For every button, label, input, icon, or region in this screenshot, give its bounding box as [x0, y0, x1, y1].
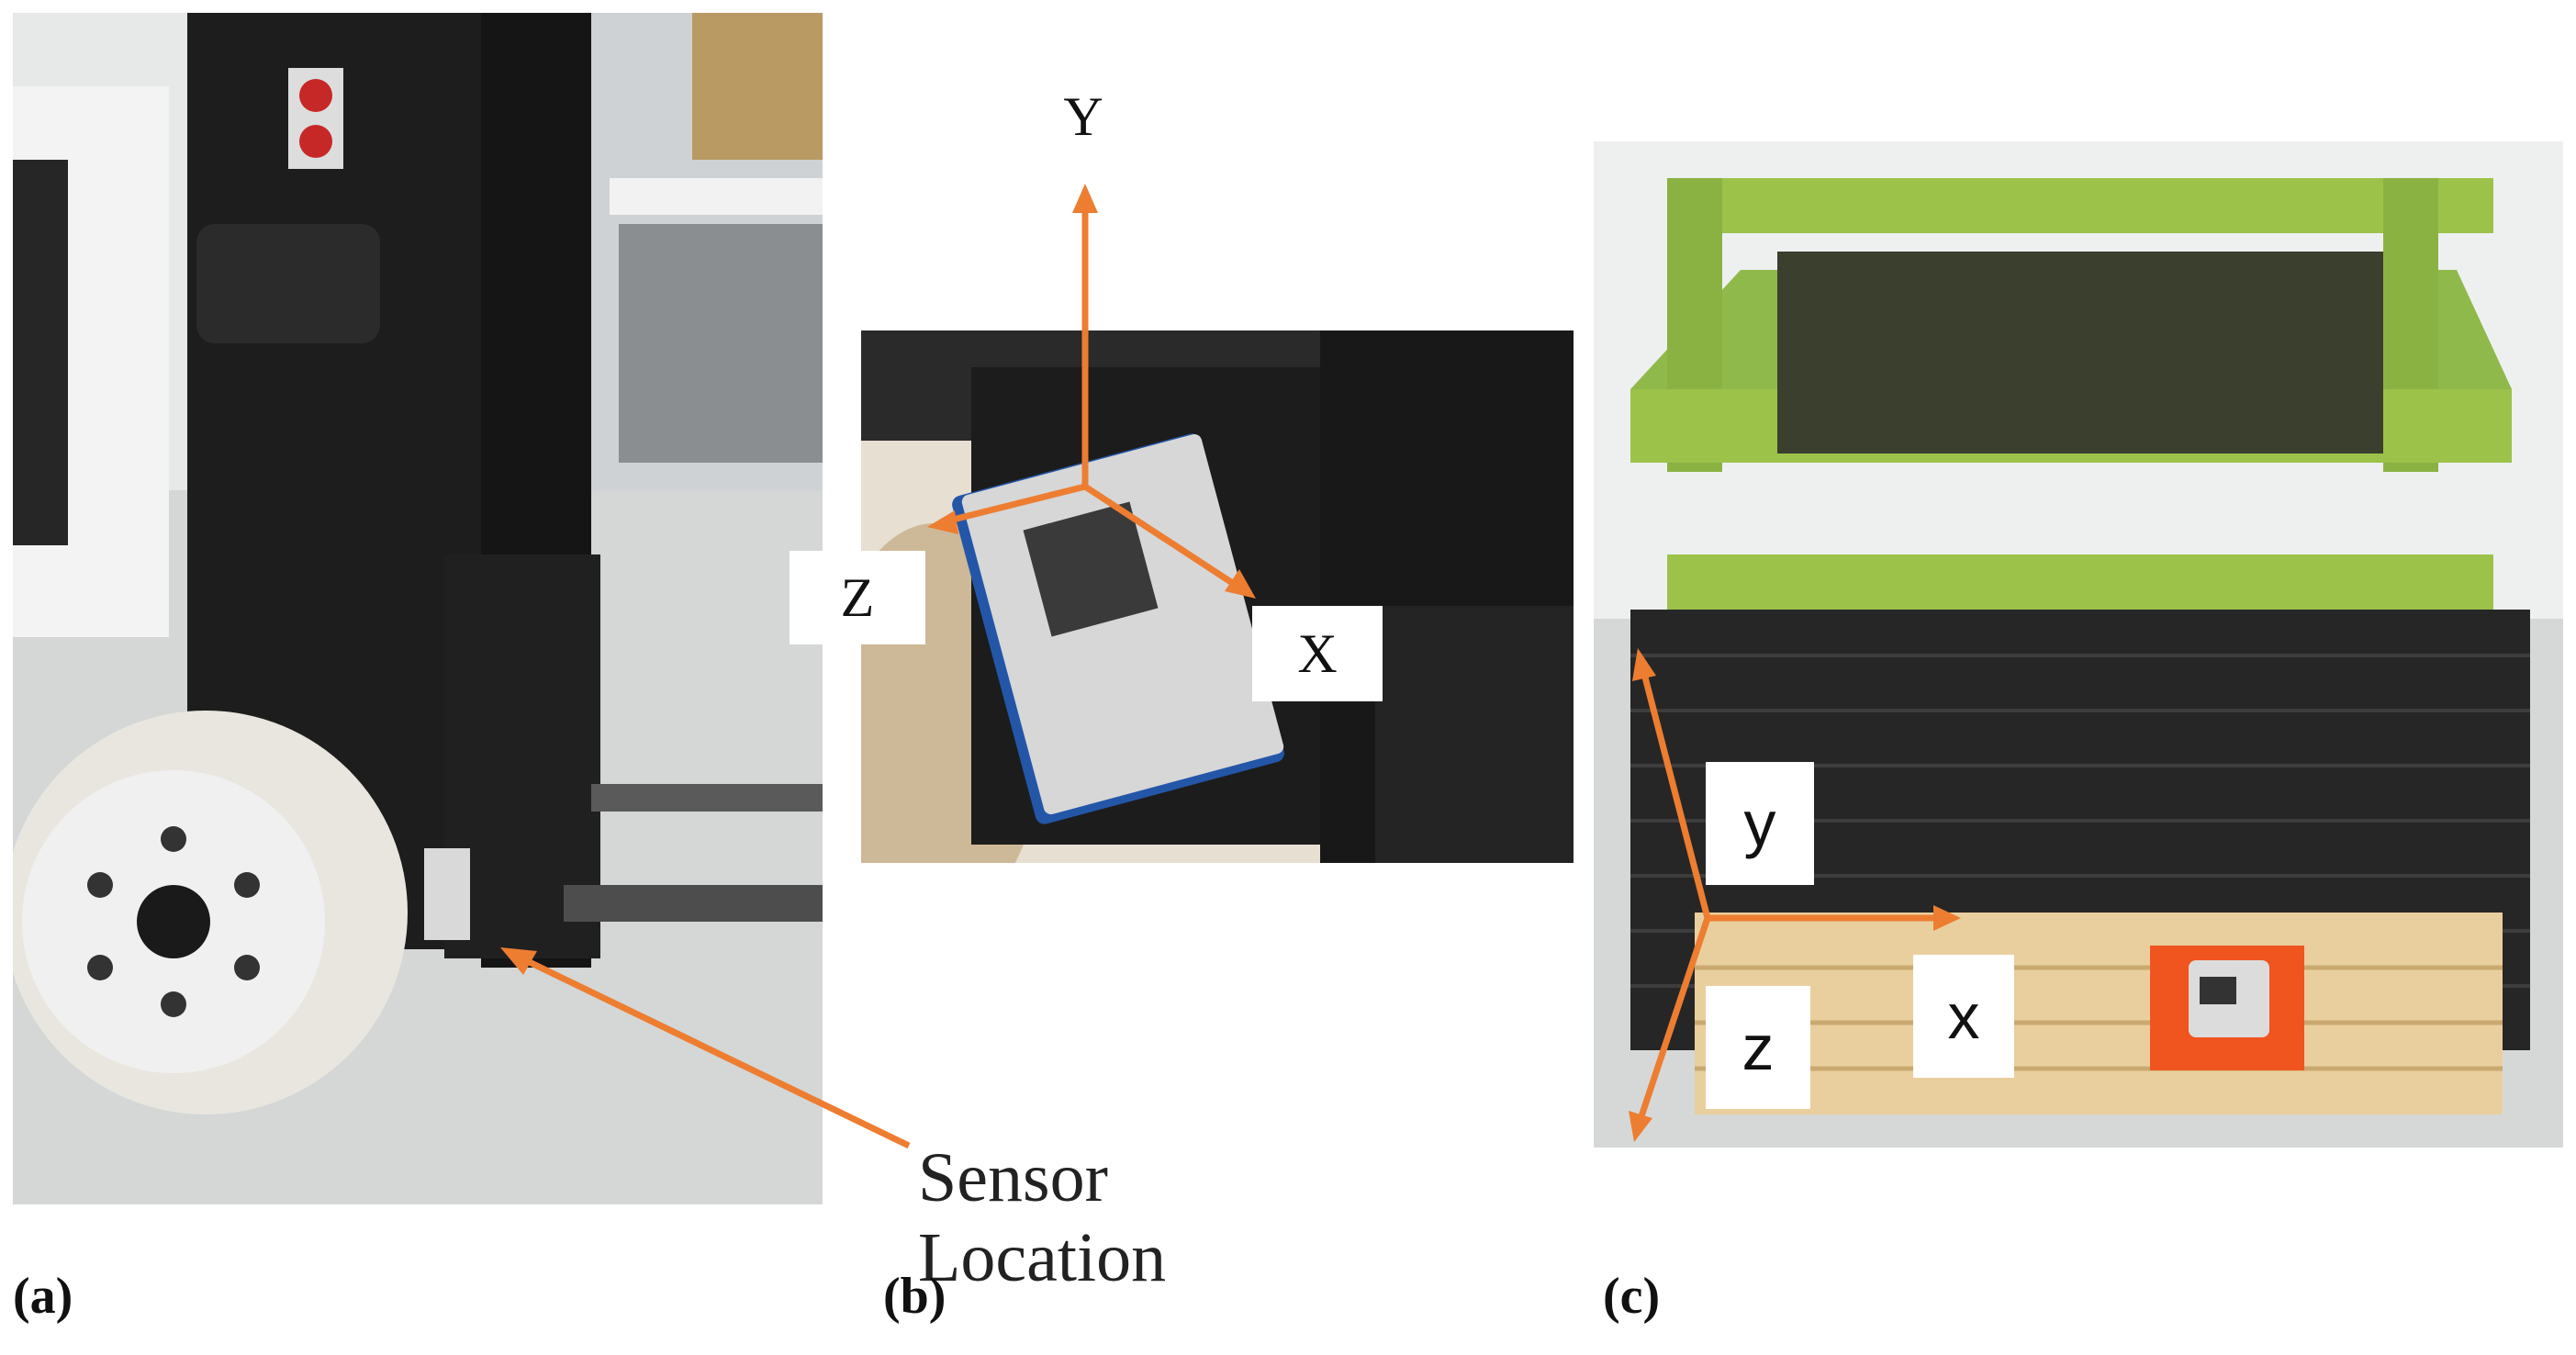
axis-x-label-c: x [1913, 955, 2014, 1078]
forklift-illustration [13, 13, 823, 1204]
sensor-closeup-illustration [861, 330, 1574, 863]
axis-z-label: Z [790, 551, 925, 644]
panel-c-caption: (c) [1603, 1268, 1661, 1325]
sensor-location-label: Sensor Location [918, 1139, 1167, 1296]
axis-y-label-c: y [1706, 762, 1814, 885]
pallet-load-illustration [1594, 141, 2563, 1148]
axis-y-label: Y [1047, 75, 1120, 158]
sensor-closeup-photo [861, 330, 1574, 863]
axis-z-label-c: z [1706, 986, 1810, 1109]
pallet-load-photo [1594, 141, 2563, 1148]
panel-a-caption: (a) [13, 1268, 73, 1325]
axis-x-label: X [1252, 606, 1383, 701]
panel-b-caption: (b) [883, 1268, 946, 1325]
forklift-photo [13, 13, 823, 1204]
